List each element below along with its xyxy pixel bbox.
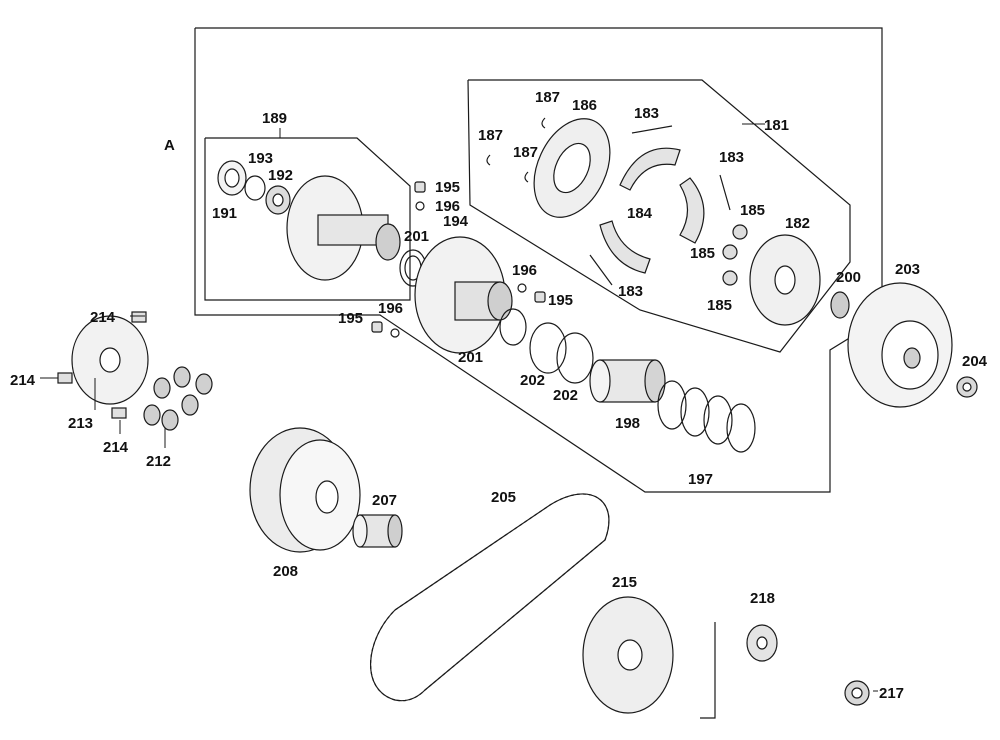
label-196-mid: 196: [512, 262, 537, 279]
part-197-spring: [657, 380, 756, 453]
label-214-top: 214: [90, 309, 116, 326]
label-187-a: 187: [535, 89, 560, 106]
part-196-washer-mid: [517, 283, 527, 293]
part-184-shoe-right: [679, 177, 705, 244]
part-193-ring: [244, 175, 266, 201]
label-186: 186: [572, 97, 597, 114]
part-215-fan-face: [582, 596, 674, 714]
part-214-slider-top: [131, 311, 147, 323]
part-213-ramp-plate: [71, 315, 149, 405]
label-187-b: 187: [478, 127, 503, 144]
part-187-clip-a: [541, 117, 546, 129]
label-189: 189: [262, 110, 287, 127]
part-212-rollers: [143, 366, 213, 431]
label-185-a: 185: [740, 202, 765, 219]
label-201-top: 201: [404, 228, 429, 245]
part-203-clutch-bell: [847, 282, 953, 408]
part-183-spring-top: [631, 125, 673, 134]
label-196-top: 196: [435, 198, 460, 215]
part-183-spring-low: [589, 254, 613, 286]
part-185-damper-c: [722, 270, 738, 286]
label-187-c: 187: [513, 144, 538, 161]
label-213: 213: [68, 415, 93, 432]
part-191-bushing: [217, 160, 247, 196]
group-marker-a: A: [164, 137, 175, 154]
label-208: 208: [273, 563, 298, 580]
part-201-seal-low: [499, 308, 527, 346]
group-189-outline: [204, 137, 411, 301]
part-207-collar: [352, 514, 403, 548]
part-198-collar: [589, 359, 666, 403]
part-184-shoe-upper: [619, 147, 681, 191]
label-183-right: 183: [719, 149, 744, 166]
label-215: 215: [612, 574, 637, 591]
label-183-top: 183: [634, 105, 659, 122]
part-208-drive-face: [249, 427, 361, 553]
label-217: 217: [879, 685, 904, 702]
label-207: 207: [372, 492, 397, 509]
part-192-bearing: [265, 185, 291, 215]
label-212: 212: [146, 453, 171, 470]
callout-labels: A 181 182 183 183 183 184 185 185 185 18…: [10, 89, 988, 702]
label-184: 184: [627, 205, 653, 222]
label-197: 197: [688, 471, 713, 488]
label-191: 191: [212, 205, 237, 222]
part-195-pin-top: [414, 181, 426, 193]
label-196-low: 196: [378, 300, 403, 317]
part-185-damper-a: [732, 224, 748, 240]
part-202-o-ring-b: [556, 332, 594, 384]
part-204-nut: [956, 376, 978, 398]
group-181-outline: [467, 79, 851, 353]
part-196-washer-top: [415, 201, 425, 211]
part-194-sliding-face: [414, 236, 513, 354]
part-185-damper-b: [722, 244, 738, 260]
part-187-clip-b: [486, 154, 491, 166]
part-183-spring-right: [719, 174, 731, 211]
label-204: 204: [962, 353, 988, 370]
label-194: 194: [443, 213, 469, 230]
part-217-nut: [844, 680, 870, 706]
part-186-plate: [533, 118, 611, 218]
label-200: 200: [836, 269, 861, 286]
part-184-shoe-left: [599, 220, 651, 274]
label-198: 198: [615, 415, 640, 432]
part-205-drive-belt: [370, 493, 610, 702]
part-189-driven-face: [286, 175, 401, 281]
part-195-pin-mid: [534, 291, 546, 303]
label-214-bottom: 214: [103, 439, 129, 456]
leader-lines: [40, 123, 878, 692]
label-201-low: 201: [458, 349, 483, 366]
group-215-outline: [700, 622, 716, 719]
label-192: 192: [268, 167, 293, 184]
label-183-low: 183: [618, 283, 643, 300]
group-a-outline: [194, 27, 883, 493]
part-200-nut: [830, 291, 850, 319]
part-182-clutch-plate: [749, 234, 821, 326]
label-185-c: 185: [707, 297, 732, 314]
part-218-washer: [746, 624, 778, 662]
label-181: 181: [764, 117, 789, 134]
part-202-o-ring-a: [529, 322, 567, 374]
label-203: 203: [895, 261, 920, 278]
part-214-slider-bottom: [111, 407, 127, 419]
label-202-b: 202: [553, 387, 578, 404]
label-218: 218: [750, 590, 775, 607]
label-205: 205: [491, 489, 516, 506]
label-214-left: 214: [10, 372, 36, 389]
part-196-washer-low: [390, 328, 400, 338]
part-214-slider-left: [57, 372, 73, 384]
label-182: 182: [785, 215, 810, 232]
label-185-b: 185: [690, 245, 715, 262]
part-187-clip-c: [524, 171, 529, 183]
label-195-low: 195: [338, 310, 363, 327]
label-193: 193: [248, 150, 273, 167]
label-195-top: 195: [435, 179, 460, 196]
part-195-pin-low: [371, 321, 383, 333]
label-195-mid: 195: [548, 292, 573, 309]
label-202-a: 202: [520, 372, 545, 389]
